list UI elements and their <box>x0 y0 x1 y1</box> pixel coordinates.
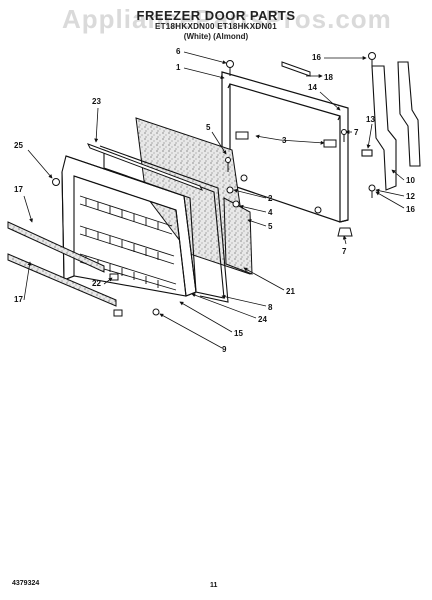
watermark: AppliancePartsPros.com <box>62 4 392 34</box>
callout-2: 2 <box>268 194 273 203</box>
part-document-number: 4379324 <box>12 580 40 587</box>
callout-4: 4 <box>268 208 273 217</box>
top-trim <box>86 143 204 191</box>
callout-1: 1 <box>176 63 181 72</box>
callout-17-lower: 17 <box>14 295 23 304</box>
leader-lines <box>23 51 405 349</box>
color-variants: (White) (Almond) <box>183 32 249 41</box>
callout-22: 22 <box>92 279 101 288</box>
callout-14: 14 <box>308 83 317 92</box>
callout-24: 24 <box>258 315 267 324</box>
callout-8: 8 <box>268 303 273 312</box>
callout-15: 15 <box>234 329 243 338</box>
diagram-title: FREEZER DOOR PARTS <box>136 8 296 23</box>
page-number: 11 <box>210 582 218 589</box>
hinge-assembly <box>361 61 421 191</box>
screws <box>52 52 376 316</box>
shelf-end-caps <box>109 273 123 317</box>
callout-7-upper: 7 <box>354 128 359 137</box>
callout-18: 18 <box>324 73 333 82</box>
model-numbers: ET18HKXDN00 ET18HKXDN01 <box>154 22 278 31</box>
callout-16-bottom: 16 <box>406 205 415 214</box>
door-liner <box>61 155 197 297</box>
callout-5-lower: 5 <box>268 222 273 231</box>
callout-23: 23 <box>92 97 101 106</box>
callout-10: 10 <box>406 176 415 185</box>
callout-17-upper: 17 <box>14 185 23 194</box>
callout-12: 12 <box>406 192 415 201</box>
callout-labels: 6 1 16 18 23 14 5 3 7 13 25 2 10 12 16 1… <box>14 47 415 354</box>
callout-16-top: 16 <box>312 53 321 62</box>
callout-7-lower: 7 <box>342 247 347 256</box>
callout-5-upper: 5 <box>206 123 211 132</box>
callout-13: 13 <box>366 115 375 124</box>
frame-brackets <box>235 131 337 214</box>
callout-21: 21 <box>286 287 295 296</box>
callout-25: 25 <box>14 141 23 150</box>
shelf-bars <box>7 221 117 307</box>
callout-6: 6 <box>176 47 181 56</box>
callout-9: 9 <box>222 345 227 354</box>
liner-shelves <box>79 195 177 291</box>
plug-strip <box>281 61 311 77</box>
callout-3: 3 <box>282 136 287 145</box>
